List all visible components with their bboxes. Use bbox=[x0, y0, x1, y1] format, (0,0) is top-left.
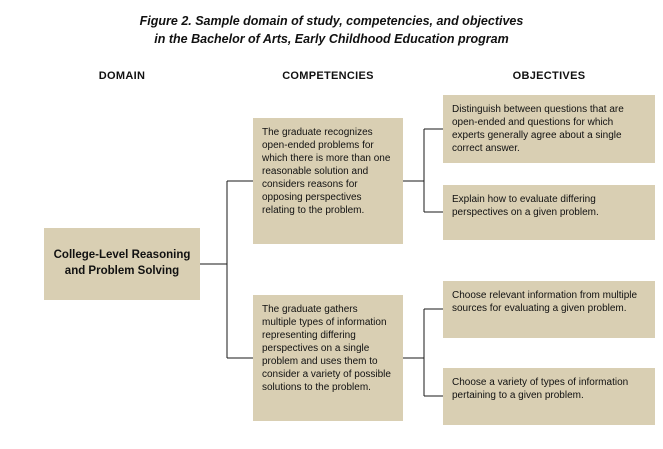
objective-box-2: Explain how to evaluate differing perspe… bbox=[443, 185, 655, 240]
column-header-domain: DOMAIN bbox=[98, 70, 146, 82]
figure-title: Figure 2. Sample domain of study, compet… bbox=[0, 12, 663, 48]
column-header-competencies: COMPETENCIES bbox=[282, 70, 374, 82]
figure-title-line1: Figure 2. Sample domain of study, compet… bbox=[139, 14, 524, 28]
objective-box-3: Choose relevant information from multipl… bbox=[443, 281, 655, 338]
column-header-objectives: OBJECTIVES bbox=[512, 70, 586, 82]
objective-box-4: Choose a variety of types of information… bbox=[443, 368, 655, 425]
figure-title-line2: in the Bachelor of Arts, Early Childhood… bbox=[154, 32, 509, 47]
domain-box-text: College-Level Reasoning and Problem Solv… bbox=[53, 249, 191, 277]
objective-box-1: Distinguish between questions that are o… bbox=[443, 95, 655, 163]
competency-box-2: The graduate gathers multiple types of i… bbox=[253, 295, 403, 421]
domain-box: College-Level Reasoning and Problem Solv… bbox=[44, 228, 200, 300]
competency-box-1: The graduate recognizes open-ended probl… bbox=[253, 118, 403, 244]
